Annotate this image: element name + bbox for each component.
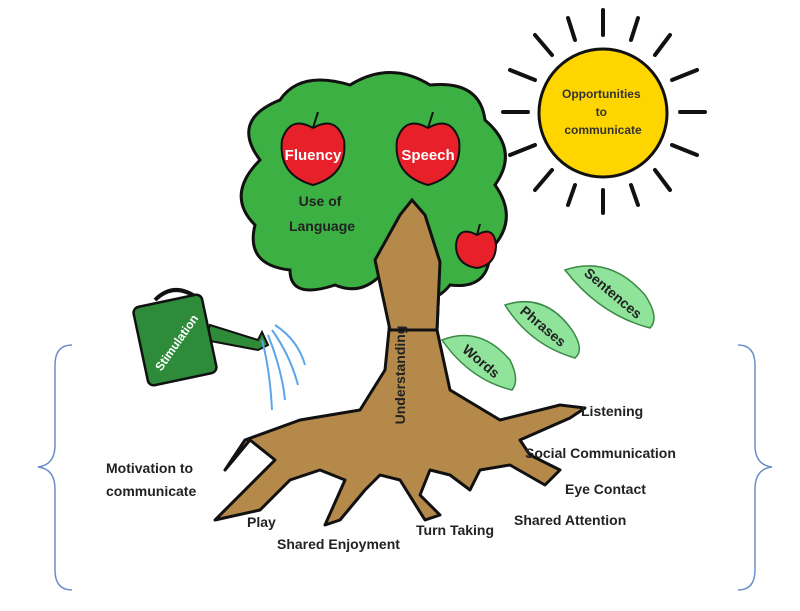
apple-speech: Speech: [395, 111, 461, 187]
svg-text:Opportunities to c: Opportunities to communicate: [562, 87, 644, 137]
svg-text:Use of Language: Use of Language: [289, 193, 355, 234]
root-label-listening: Listening: [581, 403, 643, 419]
root-label-play: Play: [247, 514, 276, 530]
sun-label-line: to: [596, 105, 607, 119]
canopy-label-line: Language: [289, 218, 355, 234]
watering-can: Stimulation: [132, 288, 306, 411]
apple-label: Speech: [401, 147, 454, 164]
water-stream: [261, 324, 306, 411]
leaf-sentences: Sentences: [563, 265, 655, 329]
root-label-motivation: Motivation to: [106, 460, 193, 476]
root-label-motivation: communicate: [106, 483, 196, 499]
svg-text:Motivation to communicate: Motivation to communicate: [106, 460, 197, 499]
left-brace: [37, 344, 73, 591]
apple-label: Fluency: [285, 147, 342, 164]
trunk-label: Understanding: [392, 326, 408, 425]
apple-fluency: Fluency: [280, 111, 346, 187]
root-label-turn-taking: Turn Taking: [416, 522, 494, 538]
sun: Opportunities to communicate: [501, 8, 707, 215]
canopy-label-line: Use of: [299, 193, 342, 209]
apple-small: [454, 223, 498, 270]
sun-label-line: Opportunities: [562, 87, 641, 101]
sun-label-line: communicate: [564, 123, 642, 137]
trunk-top: [373, 197, 442, 332]
root-label-shared-enjoyment: Shared Enjoyment: [277, 536, 400, 552]
right-brace: [737, 344, 773, 591]
tree-trunk-roots: [213, 198, 587, 527]
leaf-words: Words: [440, 334, 517, 391]
root-label-social: Social Communication: [525, 445, 676, 461]
root-label-eye-contact: Eye Contact: [565, 481, 646, 497]
root-label-shared-attention: Shared Attention: [514, 512, 626, 528]
leaf-phrases: Phrases: [503, 301, 581, 359]
